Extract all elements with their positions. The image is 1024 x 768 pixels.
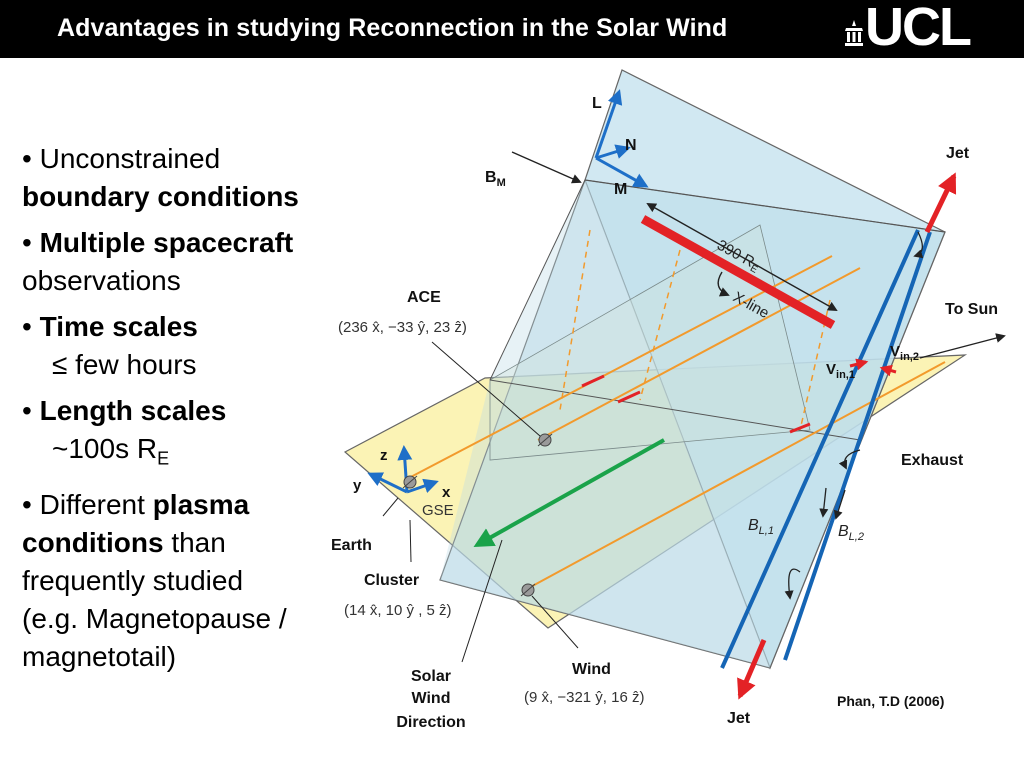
solar-wind-label-2: Wind bbox=[412, 690, 451, 707]
bullet-text: ≤ few hours bbox=[52, 349, 197, 380]
field-curl bbox=[913, 231, 924, 259]
jet-arrow-top bbox=[924, 172, 957, 234]
bullet-text: Unconstrained bbox=[39, 143, 221, 174]
bullet-emphasis: boundary conditions bbox=[22, 181, 299, 212]
crossing-mark bbox=[789, 422, 811, 434]
bl1-label: BL,1 bbox=[748, 517, 774, 537]
bullet-emphasis: Time scales bbox=[39, 311, 198, 342]
field-curl bbox=[784, 568, 801, 600]
ace-leader bbox=[431, 341, 541, 437]
jet-arrow-bottom bbox=[737, 639, 767, 700]
n-axis-label: N bbox=[625, 137, 637, 154]
ace-coords: (236 x̂, −33 ŷ, 23 ẑ) bbox=[338, 319, 467, 336]
bm-label: BM bbox=[485, 169, 506, 189]
z-axis-label: z bbox=[380, 447, 388, 464]
bullet-text: Different bbox=[39, 488, 145, 520]
vin1-arrow bbox=[849, 358, 869, 371]
bm-arrow bbox=[511, 151, 582, 184]
bullet-emphasis: plasma bbox=[152, 488, 250, 520]
length-value: ~100s R bbox=[52, 433, 158, 464]
bullet-text: observations bbox=[22, 265, 181, 296]
ace-label: ACE bbox=[407, 289, 441, 306]
y-axis-label: y bbox=[353, 477, 362, 494]
bullet-emphasis: Length scales bbox=[39, 395, 227, 426]
bullet-text: frequently studied bbox=[22, 564, 244, 596]
crossing-mark bbox=[581, 374, 605, 388]
x-axis-label: x bbox=[442, 484, 451, 501]
current-sheet-lower bbox=[440, 180, 770, 668]
ucl-logo-text: UCL bbox=[865, 0, 972, 57]
plane-edge bbox=[489, 179, 586, 381]
l-axis-arrow bbox=[594, 89, 623, 159]
m-axis-label: M bbox=[614, 181, 627, 198]
bl1-arrow bbox=[819, 487, 829, 518]
solar-wind-label-1: Solar bbox=[411, 668, 451, 685]
bullet-time: • Time scales≤ few hours bbox=[22, 311, 198, 380]
wind-leader bbox=[531, 595, 579, 649]
to-sun-label: To Sun bbox=[945, 301, 998, 318]
m-axis-arrow bbox=[595, 156, 649, 188]
n-axis-arrow bbox=[595, 144, 631, 160]
jet-top-label: Jet bbox=[946, 145, 970, 162]
exhaust-label: Exhaust bbox=[901, 452, 964, 469]
bullet-length: • Length scales~100s RE bbox=[22, 395, 227, 469]
exhaust-curl bbox=[838, 449, 861, 470]
wind-label: Wind bbox=[572, 661, 611, 678]
x-axis-arrow bbox=[406, 478, 439, 494]
slide-title: Advantages in studying Reconnection in t… bbox=[57, 14, 728, 42]
wind-spacecraft-icon bbox=[520, 583, 536, 597]
bl2-label: BL,2 bbox=[838, 523, 864, 543]
field-line-1 bbox=[720, 229, 920, 669]
cluster-spacecraft-icon bbox=[402, 475, 418, 489]
to-sun-arrow bbox=[919, 333, 1006, 359]
jet-bottom-label: Jet bbox=[727, 710, 751, 727]
bullet-text: ~100s RE bbox=[22, 433, 169, 469]
bullet-emphasis: conditions bbox=[22, 526, 164, 558]
citation: Phan, T.D (2006) bbox=[837, 693, 944, 709]
xline-pointer bbox=[717, 271, 730, 297]
cluster-label: Cluster bbox=[364, 572, 419, 589]
y-axis-arrow bbox=[367, 472, 408, 494]
bullet-text: than bbox=[171, 526, 226, 558]
wind-coords: (9 x̂, −321 ŷ, 16 ẑ) bbox=[524, 689, 644, 706]
l-axis-label: L bbox=[592, 95, 602, 112]
ace-spacecraft-icon bbox=[537, 433, 553, 447]
field-line-2 bbox=[783, 231, 932, 661]
bullet-text: (e.g. Magnetopause / bbox=[22, 602, 287, 634]
bl2-arrow bbox=[833, 489, 846, 520]
title-bar: Advantages in studying Reconnection in t… bbox=[0, 0, 1024, 58]
vin1-label: Vin,1 bbox=[826, 361, 855, 381]
portico-icon bbox=[845, 20, 863, 46]
cluster-leader bbox=[409, 519, 412, 563]
vin2-arrow bbox=[879, 364, 897, 377]
earth-leader bbox=[382, 497, 399, 517]
ucl-logo: UCL bbox=[843, 0, 993, 58]
crossing-mark bbox=[617, 390, 641, 404]
xline-length-arrow bbox=[646, 203, 838, 311]
projection-line bbox=[559, 229, 591, 411]
vin2-label: Vin,2 bbox=[890, 343, 919, 363]
gse-label: GSE bbox=[422, 502, 454, 519]
solar-wind-leader bbox=[461, 539, 503, 663]
bullet-emphasis: Multiple spacecraft bbox=[39, 227, 294, 258]
solar-wind-arrow bbox=[473, 438, 665, 547]
earth-label: Earth bbox=[331, 537, 372, 554]
solar-wind-label-3: Direction bbox=[396, 714, 465, 731]
bullet-text: magnetotail) bbox=[22, 640, 177, 672]
length-unit-sub: E bbox=[157, 448, 170, 469]
cluster-coords: (14 x̂, 10 ŷ , 5 ẑ) bbox=[344, 602, 452, 619]
